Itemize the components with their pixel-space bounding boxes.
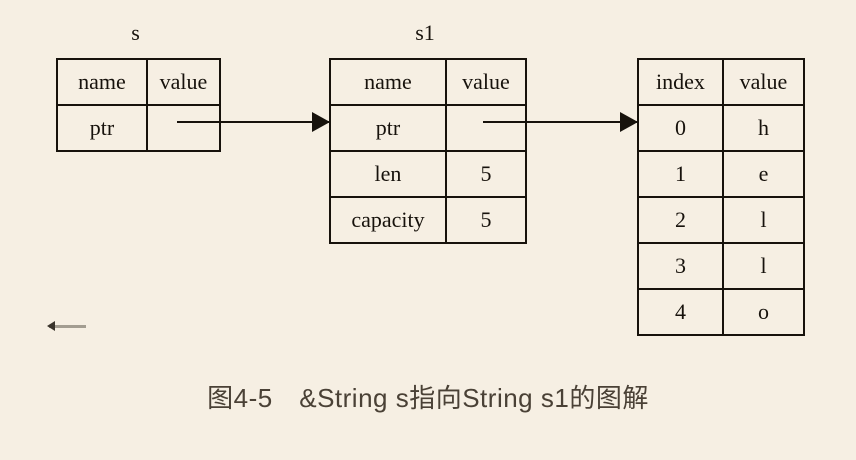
figure-caption: 图4-5 &String s指向String s1的图解 [207, 383, 649, 413]
table-heap-cell-index-1: 1 [637, 150, 724, 198]
table-row: capacity 5 [329, 196, 527, 244]
table-row: ptr [329, 104, 527, 152]
table-s1-label: s1 [415, 20, 435, 45]
table-heap-cell-value-2: l [722, 196, 805, 244]
table-heap-cell-value-0: h [722, 104, 805, 152]
table-row: len 5 [329, 150, 527, 198]
arrowhead-icon [312, 112, 330, 132]
table-s-header-value: value [146, 58, 221, 106]
table-row: index value [637, 58, 805, 106]
table-heap-cell-index-0: 0 [637, 104, 724, 152]
table-s: name value ptr [56, 58, 221, 152]
table-s-label: s [131, 20, 140, 45]
table-heap-header-index: index [637, 58, 724, 106]
table-row: ptr [56, 104, 221, 152]
table-row: 3 l [637, 242, 805, 290]
table-s1-cell-capacity-name: capacity [329, 196, 447, 244]
table-heap-cell-index-3: 3 [637, 242, 724, 290]
table-heap-cell-index-2: 2 [637, 196, 724, 244]
arrowhead-icon [620, 112, 638, 132]
table-s1-header-name: name [329, 58, 447, 106]
table-s-header-name: name [56, 58, 148, 106]
table-heap-cell-value-4: o [722, 288, 805, 336]
table-s1-cell-len-name: len [329, 150, 447, 198]
table-s1-header-value: value [445, 58, 527, 106]
table-s-cell-ptr-value [146, 104, 221, 152]
table-s1-cell-capacity-value: 5 [445, 196, 527, 244]
table-s1-cell-len-value: 5 [445, 150, 527, 198]
table-row: 1 e [637, 150, 805, 198]
table-s1-cell-ptr-value [445, 104, 527, 152]
table-row: 0 h [637, 104, 805, 152]
table-heap: index value 0 h 1 e 2 l 3 l 4 o [637, 58, 805, 336]
table-s1: name value ptr len 5 capacity 5 [329, 58, 527, 244]
table-row: name value [329, 58, 527, 106]
table-heap-cell-index-4: 4 [637, 288, 724, 336]
arrow-s1-ptr-to-heap [483, 112, 638, 132]
table-heap-cell-value-3: l [722, 242, 805, 290]
table-row: name value [56, 58, 221, 106]
table-heap-header-value: value [722, 58, 805, 106]
stray-mark [47, 321, 86, 331]
table-row: 4 o [637, 288, 805, 336]
arrow-s-ptr-to-s1 [177, 112, 330, 132]
table-heap-cell-value-1: e [722, 150, 805, 198]
table-s-cell-ptr-name: ptr [56, 104, 148, 152]
table-s1-cell-ptr-name: ptr [329, 104, 447, 152]
table-row: 2 l [637, 196, 805, 244]
